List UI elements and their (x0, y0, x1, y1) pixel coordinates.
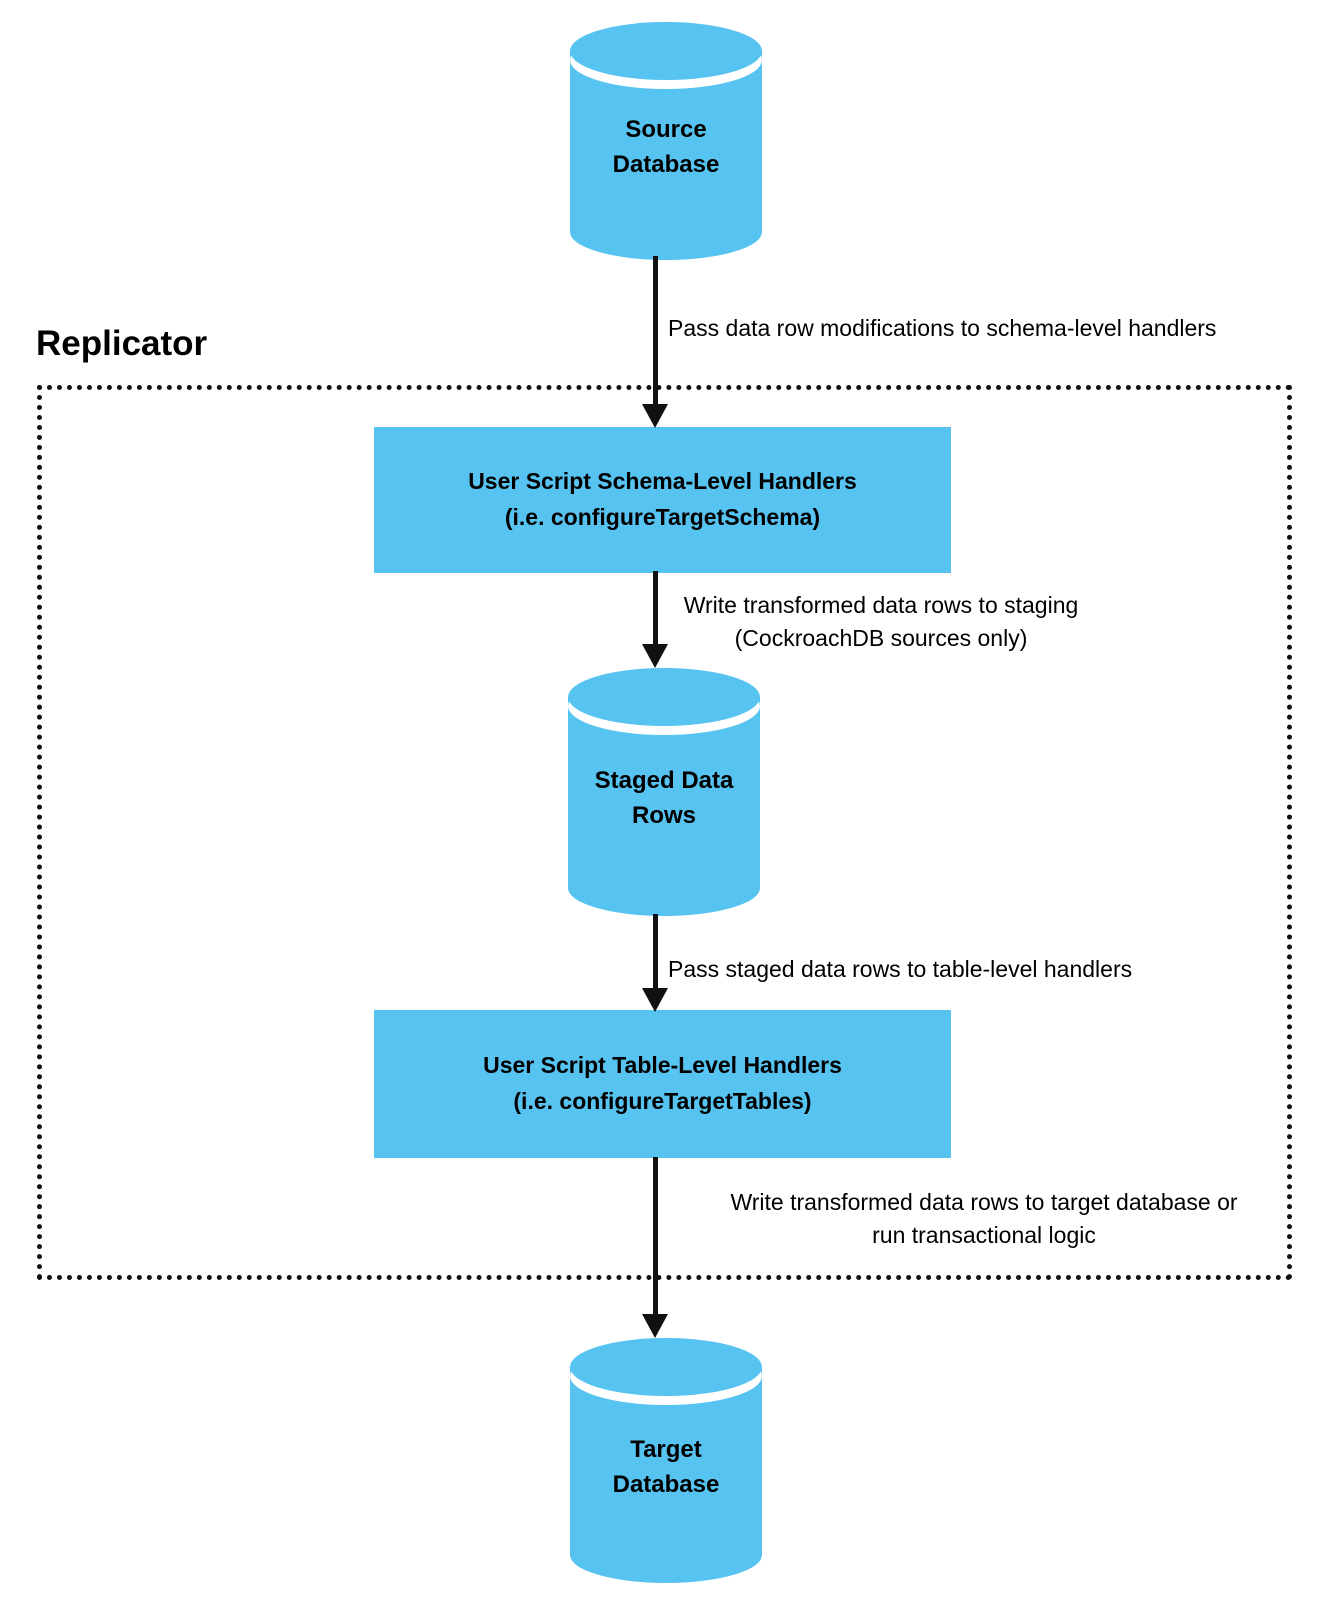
arrow-shaft (652, 914, 658, 988)
arrow-source-to-schema (642, 256, 668, 428)
edge-label-table-to-target: Write transformed data rows to target da… (660, 1186, 1308, 1253)
arrow-shaft (652, 571, 658, 644)
label-line: Database (612, 1470, 720, 1498)
edge-label-line: Write transformed data rows to target da… (730, 1189, 1238, 1215)
node-label-line: (i.e. configureTargetTables) (513, 1088, 812, 1114)
node-label-line: User Script Table-Level Handlers (483, 1052, 842, 1079)
cylinder-top (568, 668, 760, 726)
label-line: Rows (631, 802, 696, 829)
target-database-label: Target Database (570, 1338, 762, 1583)
edge-label-line: run transactional logic (872, 1222, 1096, 1249)
arrow-staging-to-table (642, 914, 668, 1012)
edge-label-source-to-schema: Pass data row modifications to schema-le… (668, 315, 1217, 341)
arrow-head-icon (642, 404, 668, 428)
target-database-node: Target Database (570, 1338, 762, 1583)
node-label-line: User Script Schema-Level Handlers (468, 468, 857, 495)
edge-label-line: (CockroachDB sources only) (734, 625, 1028, 652)
table-handlers-node: User Script Table-Level Handlers (i.e. c… (374, 1010, 951, 1158)
label-line: Staged Data (594, 767, 734, 795)
arrow-shaft (652, 256, 658, 404)
label-line: Database (612, 151, 720, 178)
replicator-group-box (37, 385, 1292, 1280)
staged-data-rows-label: Staged Data Rows (568, 668, 760, 916)
edge-label-staging-to-table: Pass staged data rows to table-level han… (668, 956, 1133, 982)
cylinder-top (570, 22, 762, 80)
edge-label-schema-to-staging: Write transformed data rows to staging (… (676, 589, 1086, 656)
replicator-group-title: Replicator (36, 324, 208, 363)
schema-handlers-node: User Script Schema-Level Handlers (i.e. … (374, 427, 951, 573)
cylinder-top (570, 1338, 762, 1396)
edge-label-line: Write transformed data rows to staging (683, 592, 1079, 618)
arrow-head-icon (642, 988, 668, 1012)
arrow-schema-to-staging (642, 571, 668, 668)
arrow-shaft (652, 1157, 658, 1314)
arrow-head-icon (642, 1314, 668, 1338)
source-database-node: Source Database (570, 22, 762, 260)
arrow-table-to-target (642, 1157, 668, 1338)
arrow-head-icon (642, 644, 668, 668)
source-database-label: Source Database (570, 22, 762, 260)
node-label-line: (i.e. configureTargetSchema) (504, 504, 821, 530)
label-line: Target (630, 1435, 702, 1463)
label-line: Source (625, 116, 707, 144)
staged-data-rows-node: Staged Data Rows (568, 668, 760, 916)
